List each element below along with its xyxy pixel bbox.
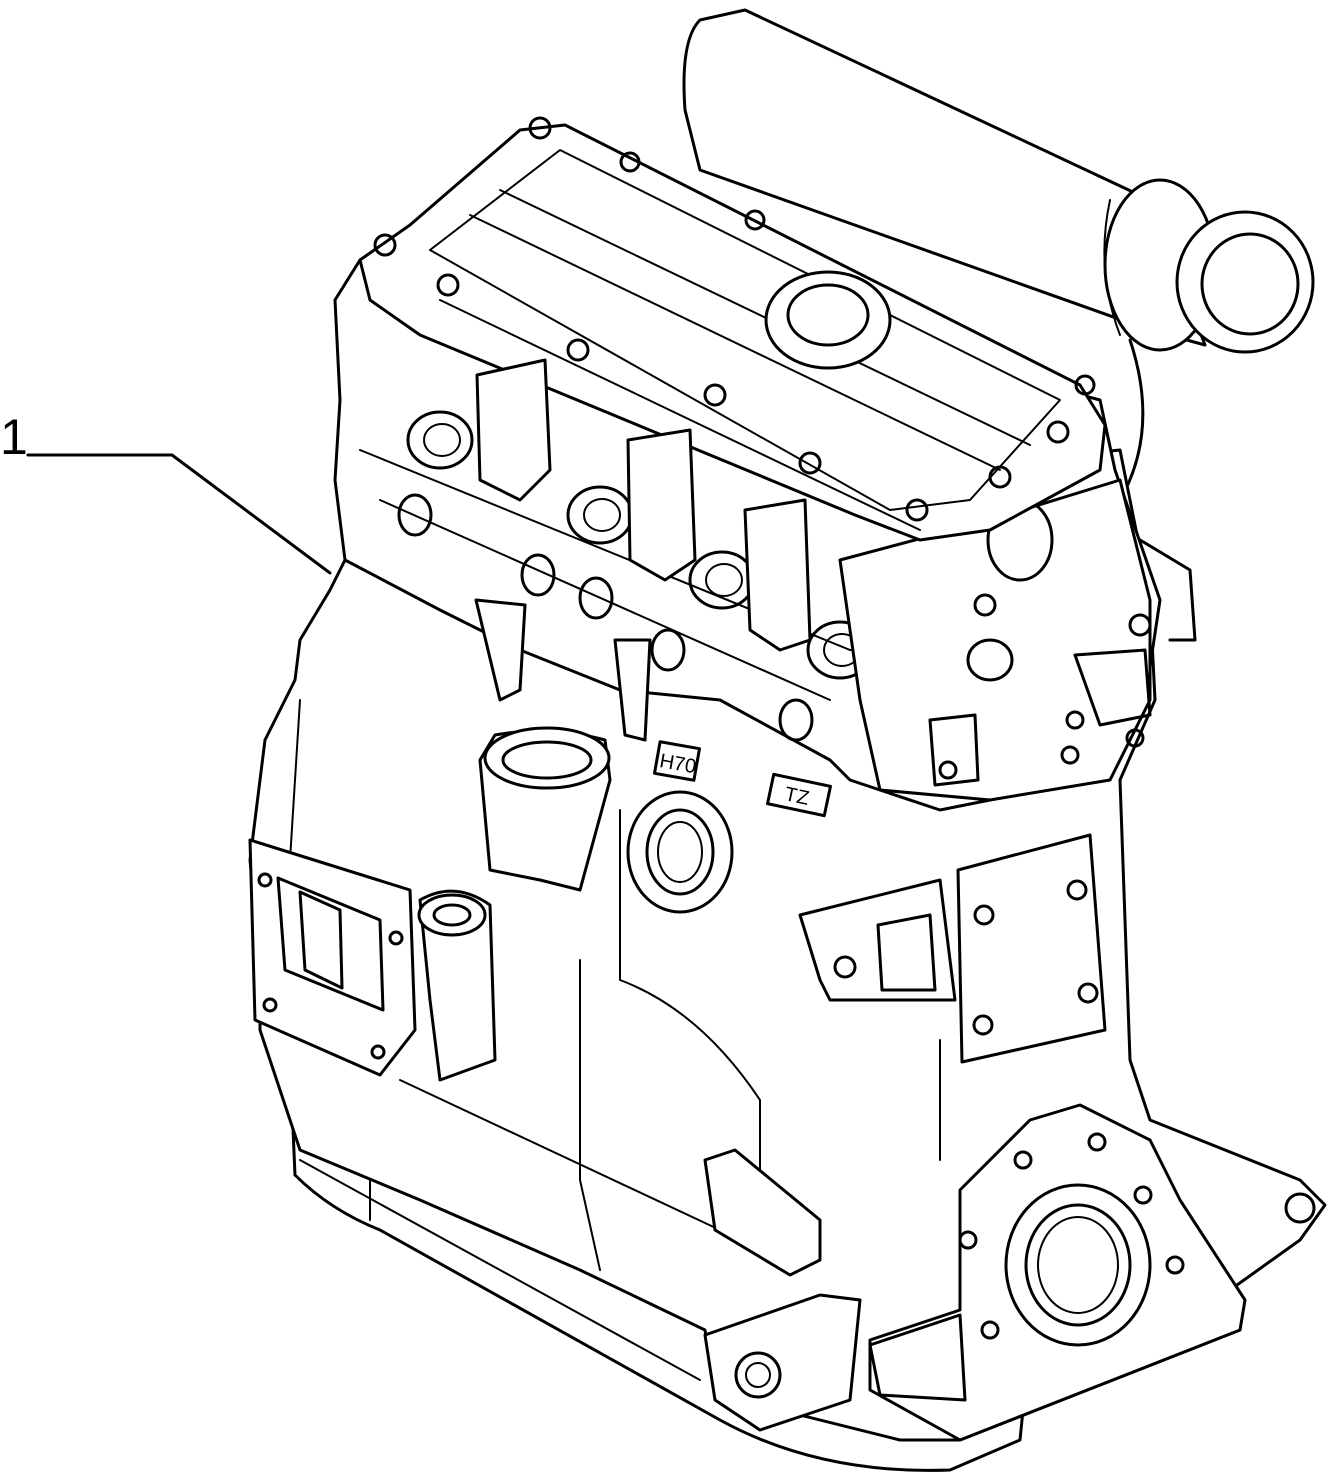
front-flange xyxy=(248,838,417,1077)
callout-leader-line xyxy=(26,453,332,575)
side-oil-seal xyxy=(626,790,734,914)
water-outlet-pipe xyxy=(417,726,612,1082)
lower-mount-boss xyxy=(703,1293,862,1432)
oil-level-guide xyxy=(703,1148,822,1277)
intake-pipe-opening xyxy=(1175,210,1315,354)
engine-mount-bracket xyxy=(798,878,957,1002)
intake-runners xyxy=(474,358,812,742)
block-stamp-area: H70 TZ xyxy=(653,740,832,818)
valve-cover xyxy=(358,116,1107,542)
head-code-stamp: TZ xyxy=(783,783,811,810)
block-side-cover-plate xyxy=(956,833,1107,1064)
rear-crankshaft-seal-housing xyxy=(868,1103,1316,1442)
callout-number-1: 1 xyxy=(0,409,28,465)
